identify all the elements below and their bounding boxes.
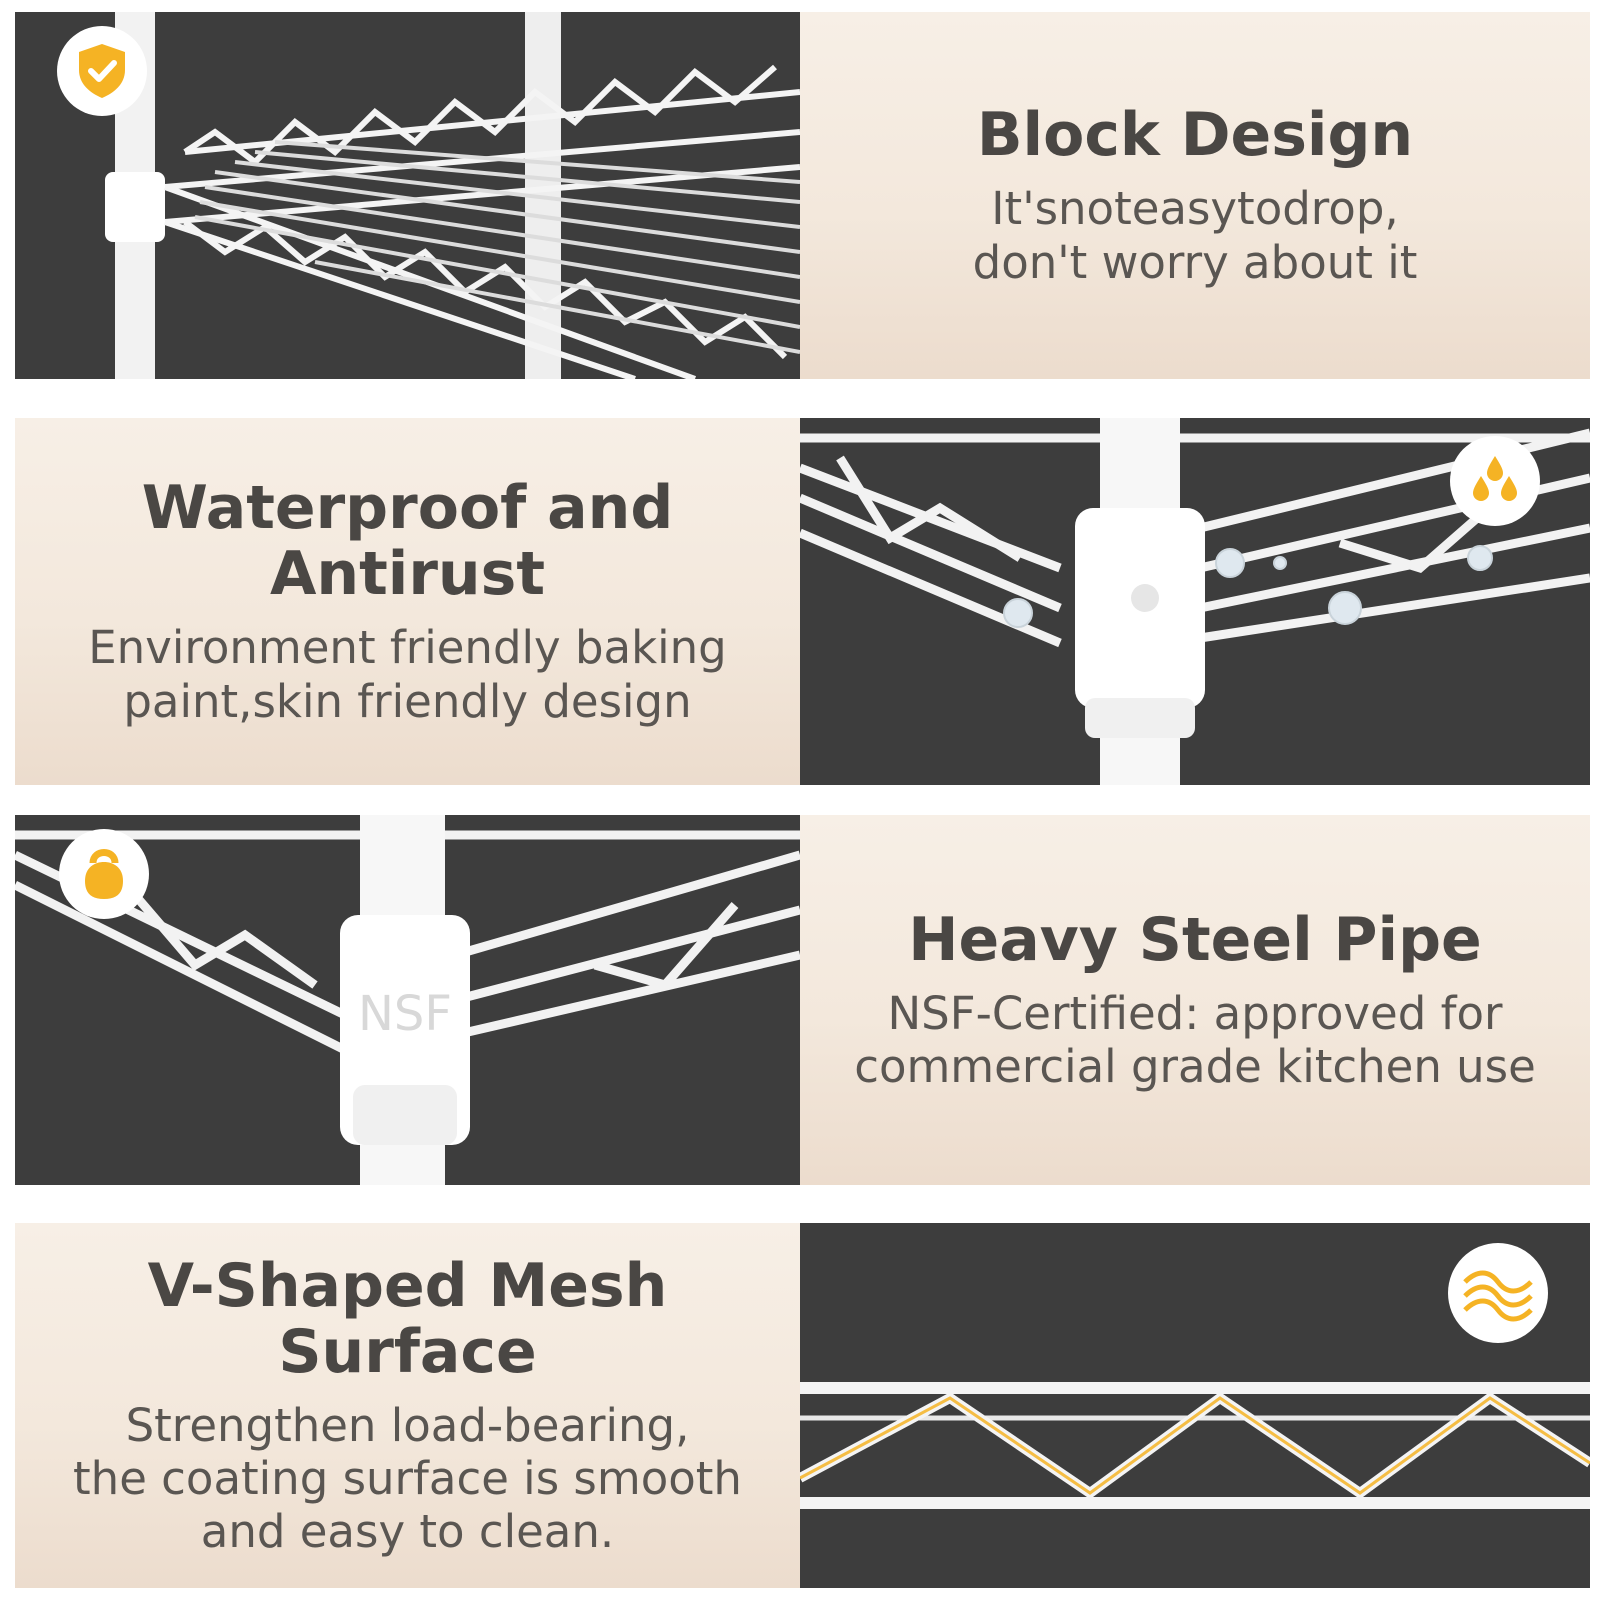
water-drops-icon (1473, 456, 1517, 501)
feature-title: Heavy Steel Pipe (908, 904, 1482, 975)
feature-text-waterproof: Waterproof and Antirust Environment frie… (15, 418, 800, 785)
feature-description: It'snoteasytodrop, don't worry about it (972, 182, 1418, 289)
feature-photo-block-design (15, 12, 800, 379)
shelf-joint-illustration (800, 418, 1590, 785)
feature-title: Block Design (976, 100, 1414, 171)
feature-title: Waterproof and Antirust (141, 473, 674, 610)
nsf-mark: NSF (358, 986, 452, 1042)
feature-badge (59, 829, 149, 919)
feature-text-steel-pipe: Heavy Steel Pipe NSF-Certified: approved… (800, 815, 1590, 1185)
feature-text-block-design: Block Design It'snoteasytodrop, don't wo… (800, 12, 1590, 379)
feature-badge (1450, 436, 1540, 526)
wave-lines-icon (1463, 1270, 1533, 1322)
feature-description: Environment friendly baking paint,skin f… (88, 621, 727, 728)
feature-badge (57, 26, 147, 116)
feature-photo-v-mesh (800, 1223, 1590, 1588)
shield-check-icon (79, 44, 125, 98)
feature-badge (1448, 1243, 1548, 1343)
feature-title: V-Shaped Mesh Surface (147, 1250, 668, 1387)
shelf-corner-illustration (105, 12, 800, 379)
feature-description: NSF-Certified: approved for commercial g… (854, 986, 1536, 1093)
feature-photo-waterproof (800, 418, 1590, 785)
feature-description: Strengthen load-bearing, the coating sur… (73, 1398, 742, 1559)
v-mesh-illustration (800, 1382, 1590, 1509)
feature-photo-steel-pipe: NSF (15, 815, 800, 1185)
feature-text-v-mesh: V-Shaped Mesh Surface Strengthen load-be… (15, 1223, 800, 1588)
nsf-pipe-illustration: NSF (15, 815, 800, 1185)
kettlebell-icon (85, 849, 123, 899)
